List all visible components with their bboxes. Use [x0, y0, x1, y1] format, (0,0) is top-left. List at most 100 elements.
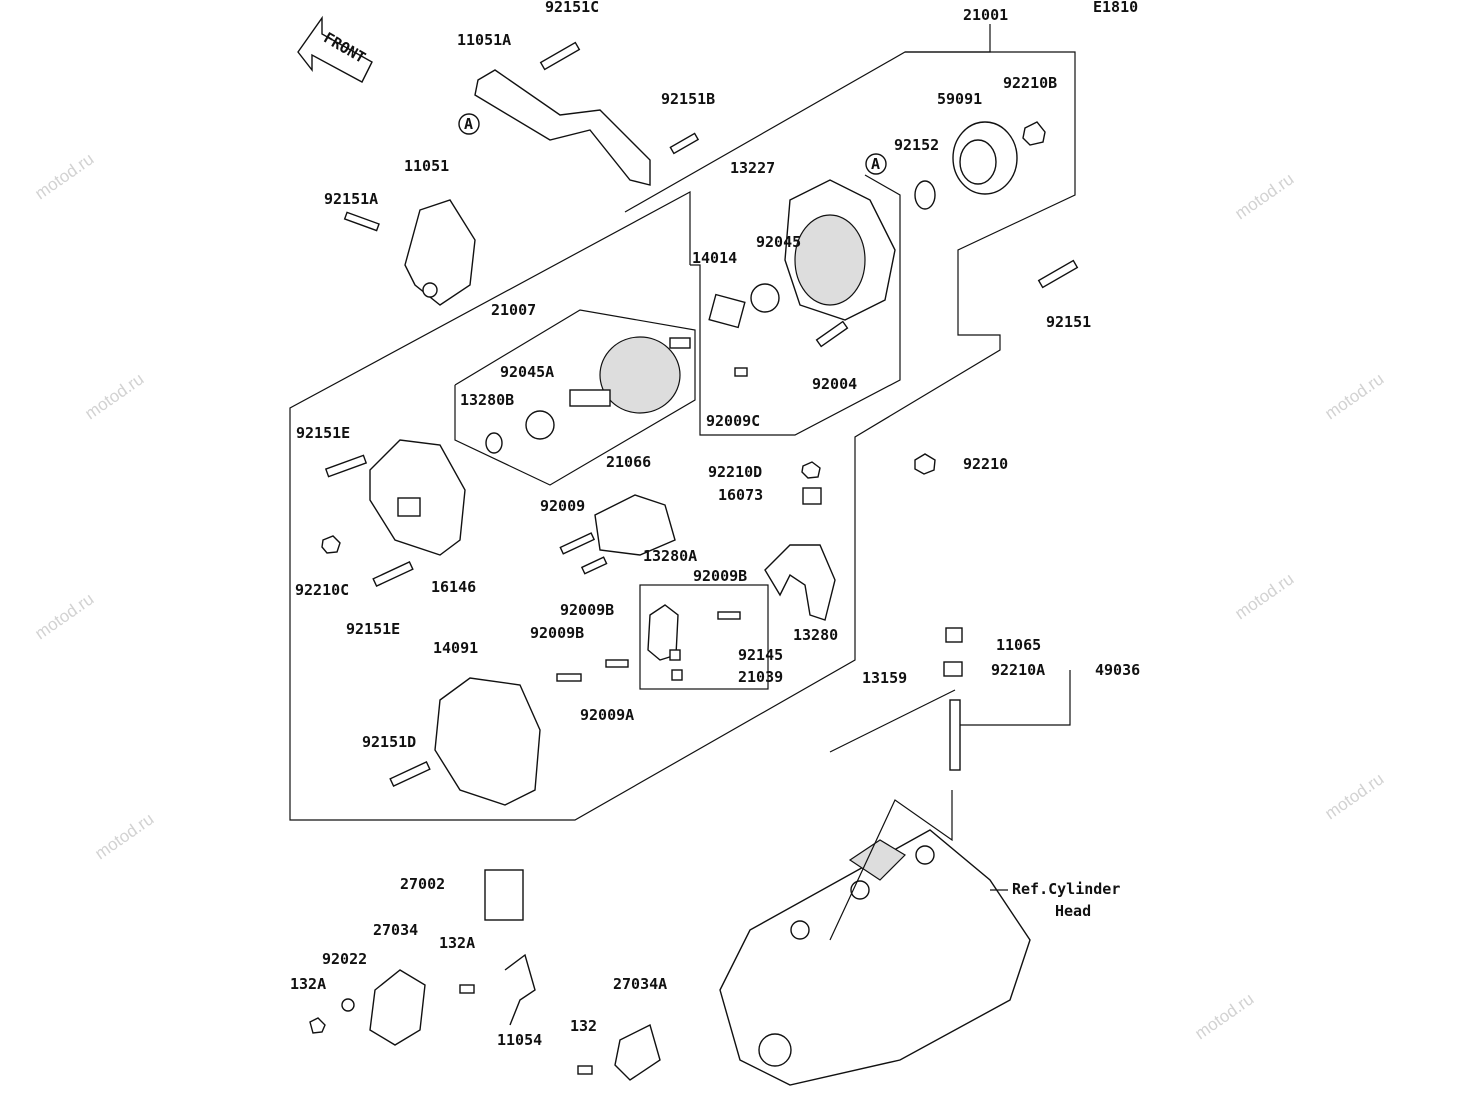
part-label[interactable]: 92145: [738, 646, 783, 664]
part-label[interactable]: 14014: [692, 249, 737, 267]
part-glow-plug-49036: [949, 699, 961, 771]
part-label[interactable]: 13280A: [643, 547, 697, 565]
part-ring-13280b: [485, 432, 503, 454]
part-bracket-11051a: [474, 69, 651, 186]
part-label[interactable]: 92210D: [708, 463, 762, 481]
part-bracket-11054: [504, 953, 536, 1026]
part-label[interactable]: 92022: [322, 950, 367, 968]
part-label[interactable]: 92151C: [545, 0, 599, 16]
part-label[interactable]: 13280B: [460, 391, 514, 409]
part-nut-92210d: [801, 461, 821, 479]
part-label[interactable]: 92151: [1046, 313, 1091, 331]
group-outline-13227: [690, 174, 901, 436]
part-label[interactable]: 92004: [812, 375, 857, 393]
part-label[interactable]: 21066: [606, 453, 651, 471]
part-label[interactable]: 27002: [400, 875, 445, 893]
part-label[interactable]: 92151E: [346, 620, 400, 638]
ref-note-line2: Head: [1055, 902, 1091, 920]
part-label[interactable]: 11051A: [457, 31, 511, 49]
part-label[interactable]: 21001: [963, 6, 1008, 24]
part-label[interactable]: 132A: [439, 934, 475, 952]
group-outline-13280A: [639, 584, 769, 690]
cylinder-head: [719, 829, 1031, 1086]
group-outline-21001-main: [289, 51, 1076, 821]
reference-marker-label: A: [464, 115, 473, 133]
part-bolt-132a: [309, 1017, 326, 1034]
part-label[interactable]: 21007: [491, 301, 536, 319]
part-label[interactable]: 14091: [433, 639, 478, 657]
reference-marker-a-2: A: [865, 153, 887, 175]
part-labels: 92151C11051A2100192210B5909192151B921521…: [290, 0, 1140, 1049]
part-label[interactable]: 13159: [862, 669, 907, 687]
part-label[interactable]: 11051: [404, 157, 449, 175]
part-cover-14091: [434, 677, 541, 806]
part-bolt-132: [577, 1065, 593, 1075]
part-label[interactable]: 92151D: [362, 733, 416, 751]
part-nut-92210: [914, 453, 936, 475]
part-label[interactable]: 92009: [540, 497, 585, 515]
part-regulator-21066: [594, 494, 676, 556]
part-label[interactable]: 27034A: [613, 975, 667, 993]
part-rectifier-13280: [764, 544, 836, 621]
part-plate-14014: [708, 293, 746, 329]
part-label[interactable]: 49036: [1095, 661, 1140, 679]
part-label[interactable]: 92009C: [706, 412, 760, 430]
part-label[interactable]: 11054: [497, 1031, 542, 1049]
part-insulator-16073: [802, 487, 822, 505]
leader-49036: [958, 670, 1071, 726]
part-housing-13227: [784, 179, 896, 321]
part-label[interactable]: 92210: [963, 455, 1008, 473]
part-bearing-92045a: [525, 410, 555, 440]
diagram-code: E1810: [1093, 0, 1138, 16]
part-label[interactable]: 92045A: [500, 363, 554, 381]
part-label[interactable]: 92009B: [693, 567, 747, 585]
part-label[interactable]: 92151E: [296, 424, 350, 442]
part-bolts: [324, 41, 1079, 788]
part-bearing-59091: [952, 121, 1018, 195]
part-bracket-11051: [404, 199, 476, 306]
part-washer-92022: [341, 998, 355, 1012]
part-label[interactable]: 92152: [894, 136, 939, 154]
leader-glow-plugs: [829, 790, 953, 941]
part-nut-92210b: [1022, 121, 1046, 146]
part-label[interactable]: 92210C: [295, 581, 349, 599]
front-arrow-icon: FRONT: [297, 15, 373, 83]
part-label[interactable]: 92045: [756, 233, 801, 251]
part-label[interactable]: 92151A: [324, 190, 378, 208]
part-label[interactable]: 59091: [937, 90, 982, 108]
part-label[interactable]: 92210B: [1003, 74, 1057, 92]
ref-note-line1: Ref.Cylinder: [1012, 880, 1120, 898]
part-relay-27034a: [614, 1023, 661, 1081]
part-label[interactable]: 92009B: [560, 601, 614, 619]
part-regulator-27034: [369, 969, 426, 1046]
part-brush-21039: [671, 669, 683, 681]
part-label[interactable]: 92210A: [991, 661, 1045, 679]
part-rotor-21007: [569, 336, 691, 414]
part-nut-92210a: [943, 661, 963, 677]
part-label[interactable]: 132A: [290, 975, 326, 993]
part-bolt-132a-2: [459, 984, 475, 994]
reference-marker-label: A: [871, 155, 880, 173]
part-label[interactable]: 92009A: [580, 706, 634, 724]
part-label[interactable]: 132: [570, 1017, 597, 1035]
part-label[interactable]: 92009B: [530, 624, 584, 642]
part-label[interactable]: 21039: [738, 668, 783, 686]
part-label[interactable]: 11065: [996, 636, 1041, 654]
part-nut-92210c: [321, 535, 341, 554]
part-bar-13159: [829, 689, 956, 753]
part-seal-92152: [914, 180, 936, 210]
part-housing-16146: [369, 439, 466, 556]
part-label[interactable]: 92151B: [661, 90, 715, 108]
part-spring-92145: [669, 649, 681, 661]
part-label[interactable]: 13227: [730, 159, 775, 177]
reference-marker-a-1: A: [458, 113, 480, 135]
part-label[interactable]: 16146: [431, 578, 476, 596]
part-label[interactable]: 13280: [793, 626, 838, 644]
part-label[interactable]: 27034: [373, 921, 418, 939]
part-nut-11065: [945, 627, 963, 643]
part-relay-27002: [484, 869, 524, 921]
part-label[interactable]: 16073: [718, 486, 763, 504]
